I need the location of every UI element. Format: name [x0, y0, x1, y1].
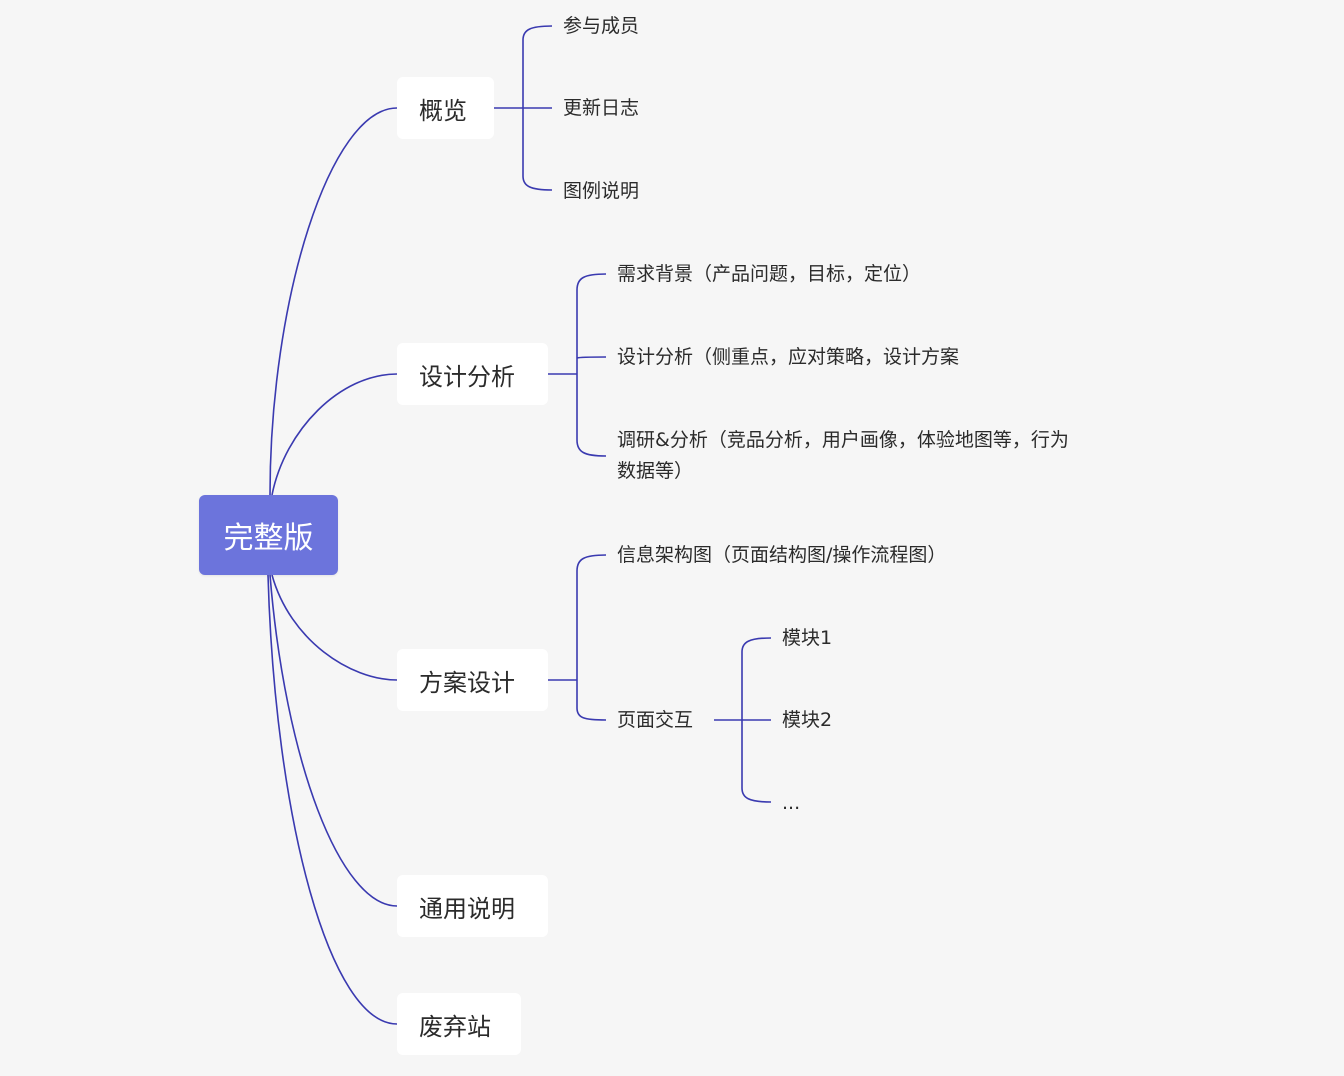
subtopic-research-analysis[interactable]: 调研&分析（竞品分析，用户画像，体验地图等，行为 数据等） [617, 425, 1069, 487]
connector-design-mid [576, 356, 607, 359]
subtopic-research-line2: 数据等） [617, 460, 694, 482]
connector-root-solution-design [271, 574, 398, 681]
subtopic-information-architecture[interactable]: 信息架构图（页面结构图/操作流程图） [617, 544, 947, 566]
subtopic-module-1[interactable]: 模块1 [782, 627, 833, 649]
connector-design-bracket [576, 273, 607, 457]
subtopic-requirements-background[interactable]: 需求背景（产品问题，目标，定位） [617, 263, 922, 285]
topic-design-analysis-label: 设计分析 [419, 362, 515, 391]
connector-root-design-analysis [271, 373, 398, 496]
connector-root-overview [269, 107, 398, 496]
topic-recycle-bin-label: 废弃站 [419, 1012, 491, 1041]
topic-overview[interactable]: 概览 [397, 77, 494, 139]
subtopic-page-interaction[interactable]: 页面交互 [617, 709, 694, 731]
topic-design-analysis[interactable]: 设计分析 [397, 343, 548, 405]
connector-overview-bracket [522, 25, 553, 191]
root-topic-label: 完整版 [223, 521, 314, 556]
connector-root-recycle [267, 574, 398, 1025]
root-topic[interactable]: 完整版 [199, 495, 338, 575]
topic-general-notes[interactable]: 通用说明 [397, 875, 548, 937]
topic-general-notes-label: 通用说明 [419, 894, 515, 923]
subtopic-legend[interactable]: 图例说明 [563, 180, 640, 202]
subtopic-research-line1: 调研&分析（竞品分析，用户画像，体验地图等，行为 [617, 429, 1069, 451]
topic-solution-design[interactable]: 方案设计 [397, 649, 548, 711]
connector-solution-bracket [576, 554, 607, 721]
topic-overview-label: 概览 [419, 96, 467, 125]
topic-recycle-bin[interactable]: 废弃站 [397, 993, 521, 1055]
topic-solution-design-label: 方案设计 [419, 668, 515, 697]
subtopic-module-2[interactable]: 模块2 [782, 709, 833, 731]
subtopic-more[interactable]: ... [782, 792, 801, 814]
connector-interaction-bracket [741, 637, 772, 803]
subtopic-members[interactable]: 参与成员 [563, 15, 640, 37]
connector-root-general-notes [269, 574, 398, 907]
subtopic-design-analysis[interactable]: 设计分析（侧重点，应对策略，设计方案 [617, 346, 960, 368]
subtopic-changelog[interactable]: 更新日志 [563, 97, 640, 119]
